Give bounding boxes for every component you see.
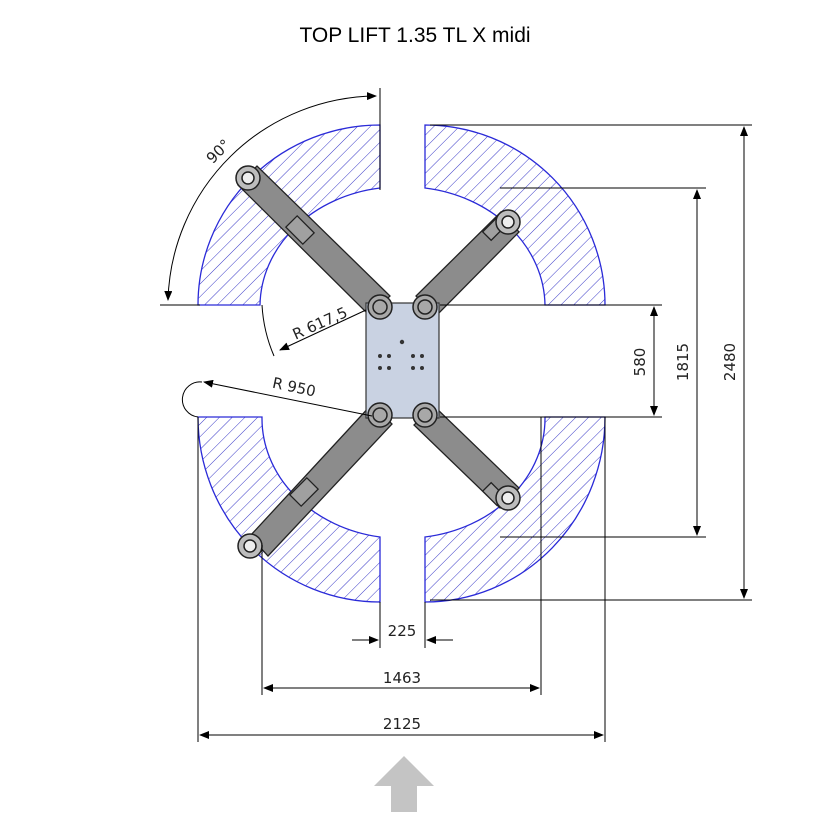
- width-inner-label: 1463: [383, 669, 421, 687]
- radius-inner-dimension: R 617,5: [261, 303, 367, 357]
- radius-inner-label: R 617,5: [290, 303, 350, 343]
- pivots: [367, 294, 438, 428]
- center-plate: [365, 302, 440, 419]
- page-title: TOP LIFT 1.35 TL X midi: [299, 24, 531, 47]
- height-inner-label: 1815: [674, 343, 692, 381]
- up-arrow-icon: [374, 756, 434, 812]
- height-total-label: 2480: [721, 343, 739, 381]
- height-dimensions: 580 1815 2480: [430, 124, 752, 601]
- height-center-label: 580: [631, 348, 649, 377]
- pad-bottom-right: [495, 485, 521, 511]
- pad-bottom-left: [237, 533, 263, 559]
- width-dimensions: 225 1463 2125: [197, 417, 606, 742]
- width-total-label: 2125: [383, 715, 421, 733]
- angle-label: 90°: [203, 136, 235, 168]
- radius-outer-dimension: R 950: [181, 374, 373, 418]
- width-gap-label: 225: [388, 622, 417, 640]
- plate-bolts: [378, 339, 424, 370]
- pad-top-right: [495, 209, 521, 235]
- pad-top-left: [235, 165, 261, 191]
